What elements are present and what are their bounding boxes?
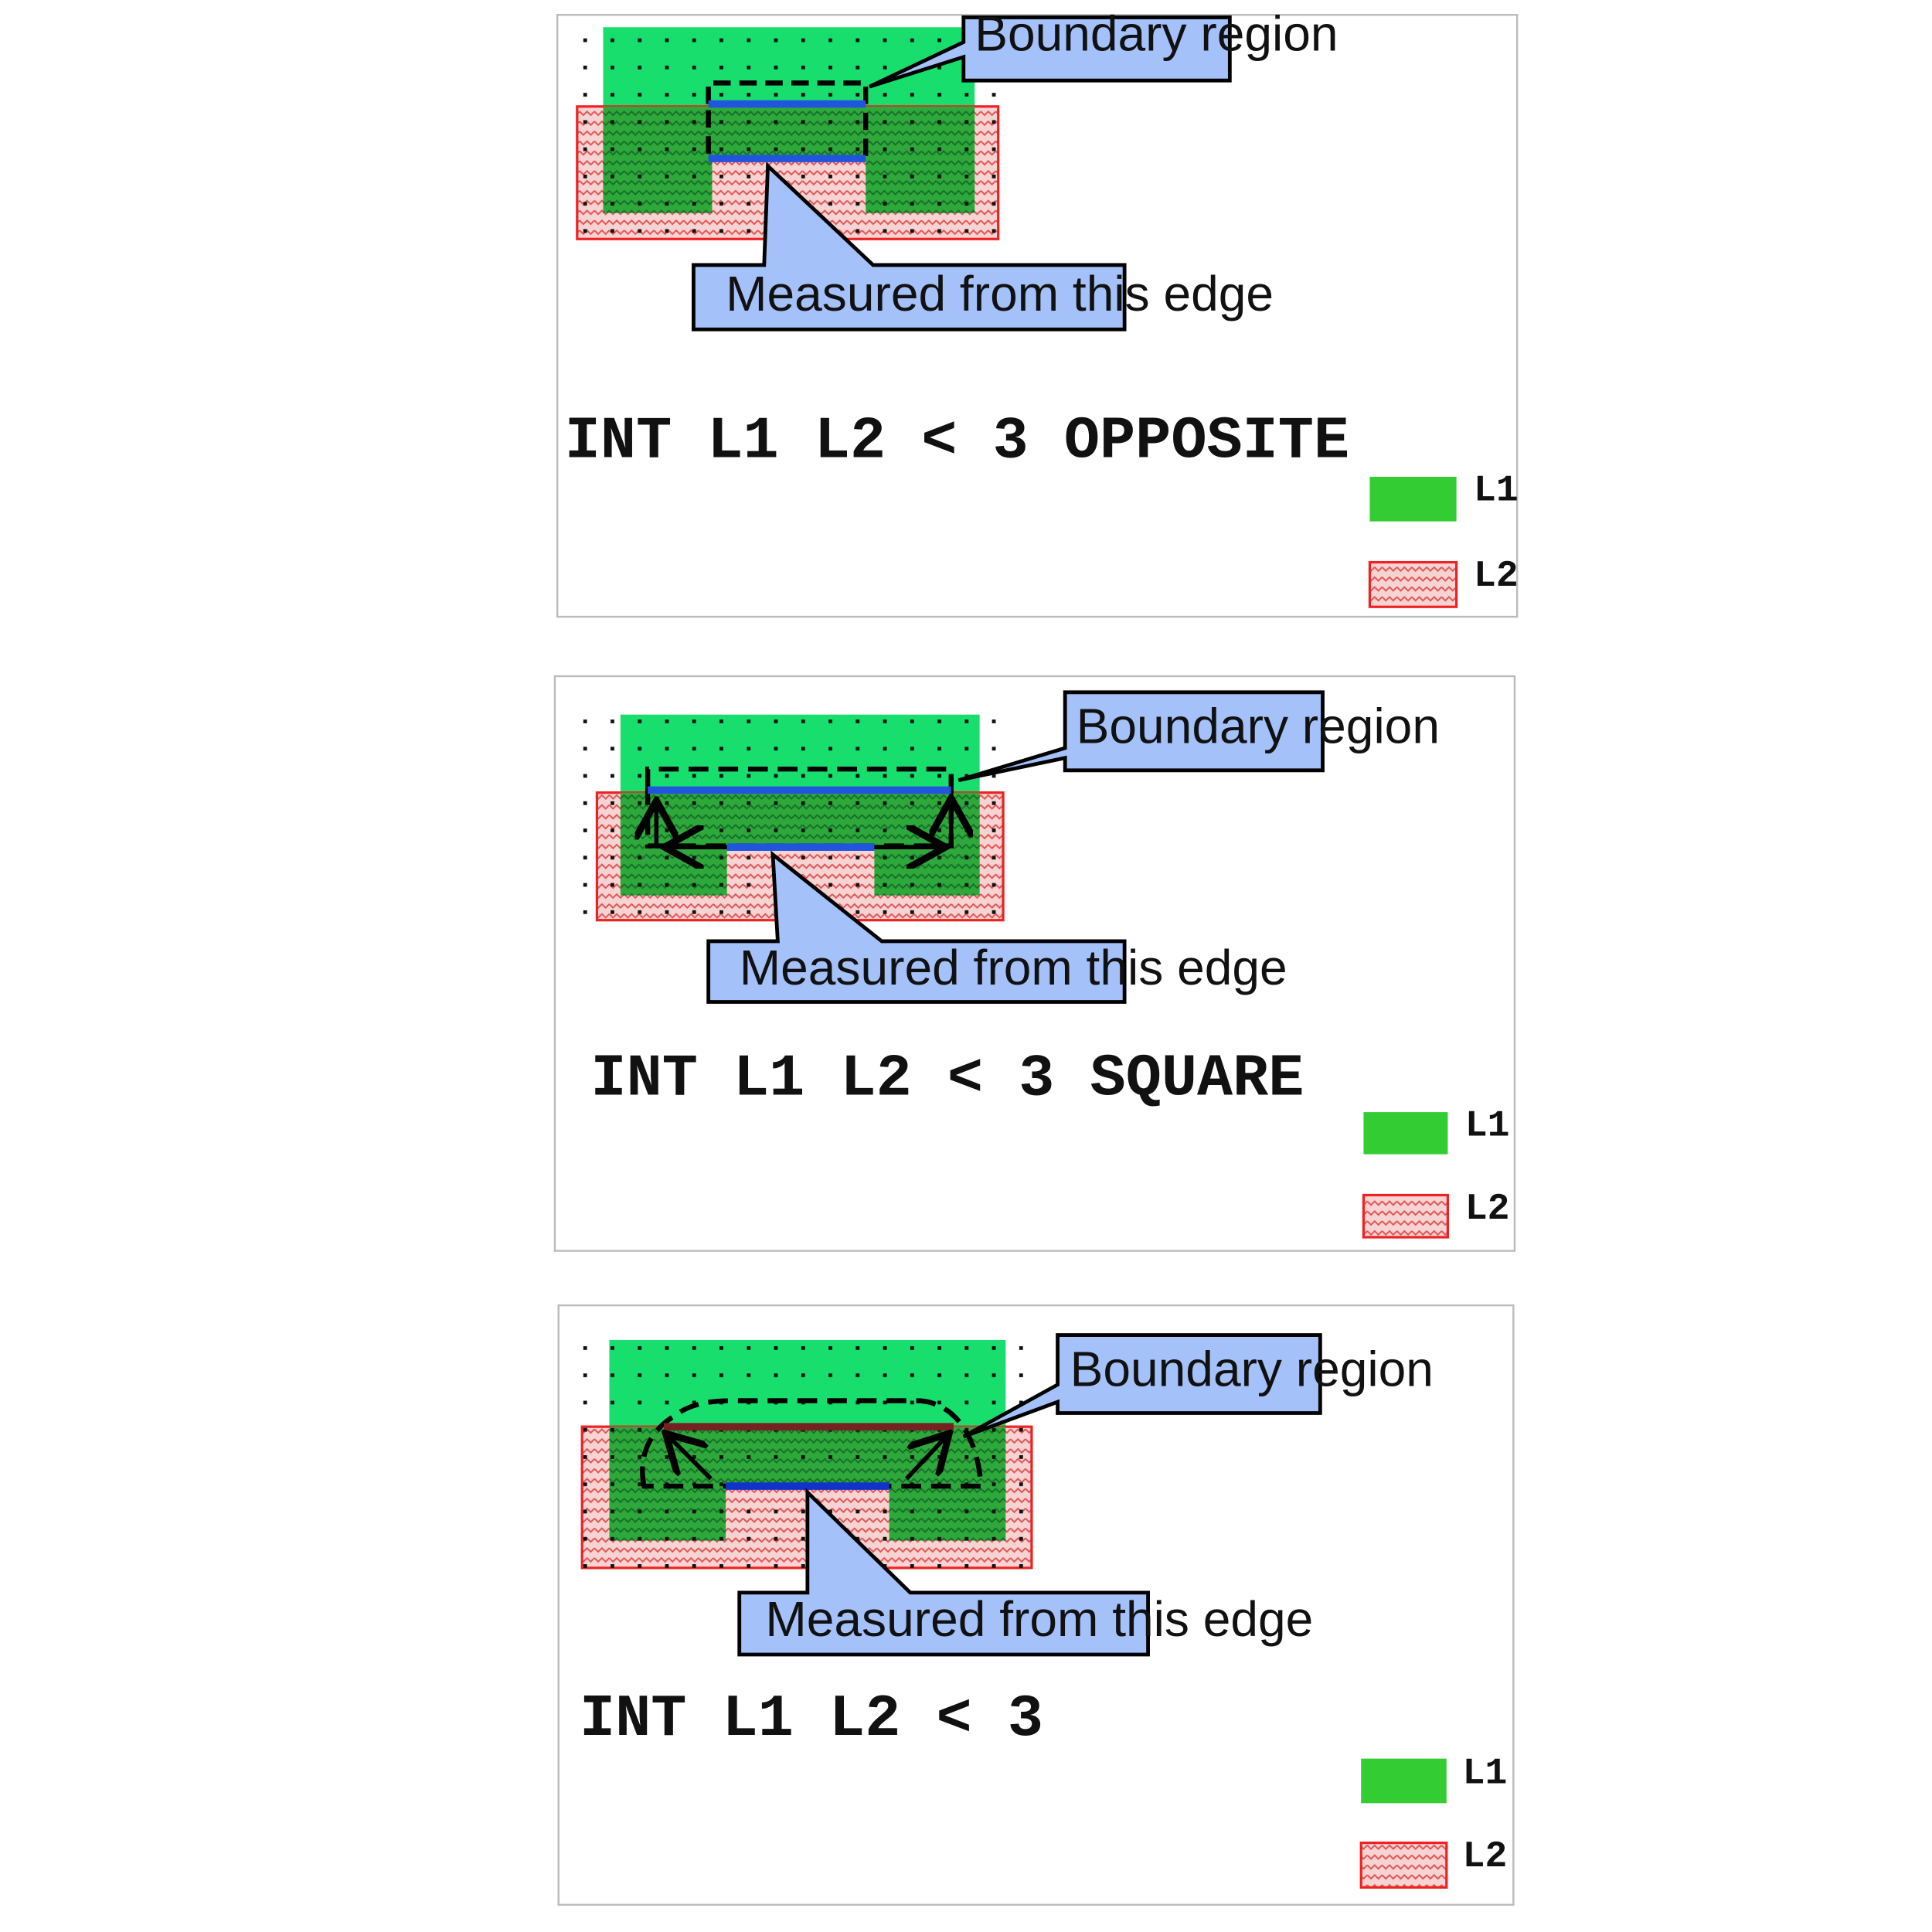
- measured-callout: Measured from this edge: [706, 850, 1287, 1004]
- measured-label: Measured from this edge: [765, 1591, 1313, 1647]
- panel-opposite: Boundary region Measured from this edge …: [556, 6, 1519, 618]
- legend-swatch-l2: [1362, 1193, 1450, 1239]
- rule-command: INT L1 L2 < 3 OPPOSITE: [565, 408, 1349, 475]
- legend-label-l1: L1: [1465, 1106, 1510, 1148]
- measurement-arrows: [668, 1437, 946, 1481]
- legend-label-l2: L2: [1463, 1836, 1508, 1878]
- boundary-callout: Boundary region: [962, 1333, 1434, 1439]
- legend-label-l2: L2: [1474, 556, 1519, 597]
- legend-swatch-l1: [1369, 476, 1457, 522]
- measured-label: Measured from this edge: [726, 266, 1274, 321]
- boundary-label: Boundary region: [1070, 1341, 1434, 1396]
- measurement-arrows: [656, 802, 951, 847]
- legend-label-l2: L2: [1465, 1189, 1510, 1230]
- legend-swatch-l1: [1361, 1758, 1447, 1804]
- boundary-region-outline: [706, 80, 869, 162]
- legend-swatch-l2: [1359, 1842, 1448, 1889]
- boundary-callout: Boundary region: [868, 6, 1338, 89]
- panel-square: Boundary region Measured from this edge …: [553, 675, 1516, 1252]
- legend-label-l1: L1: [1463, 1753, 1508, 1795]
- rule-command: INT L1 L2 < 3: [580, 1686, 1043, 1753]
- panel-default: Boundary region Measured from this edge …: [557, 1304, 1515, 1906]
- measured-callout: Measured from this edge: [737, 1488, 1313, 1657]
- legend-swatch-l1: [1363, 1112, 1448, 1155]
- boundary-region-outline: [640, 1398, 984, 1489]
- boundary-callout: Boundary region: [957, 690, 1440, 782]
- legend-label-l1: L1: [1474, 470, 1519, 512]
- legend-swatch-l2: [1368, 560, 1458, 608]
- boundary-label: Boundary region: [1077, 699, 1440, 754]
- measured-callout: Measured from this edge: [692, 162, 1274, 332]
- grid-dots: [570, 1327, 1041, 1576]
- boundary-label: Boundary region: [975, 6, 1338, 62]
- rule-command: INT L1 L2 < 3 SQUARE: [590, 1046, 1304, 1114]
- measured-label: Measured from this edge: [740, 940, 1287, 995]
